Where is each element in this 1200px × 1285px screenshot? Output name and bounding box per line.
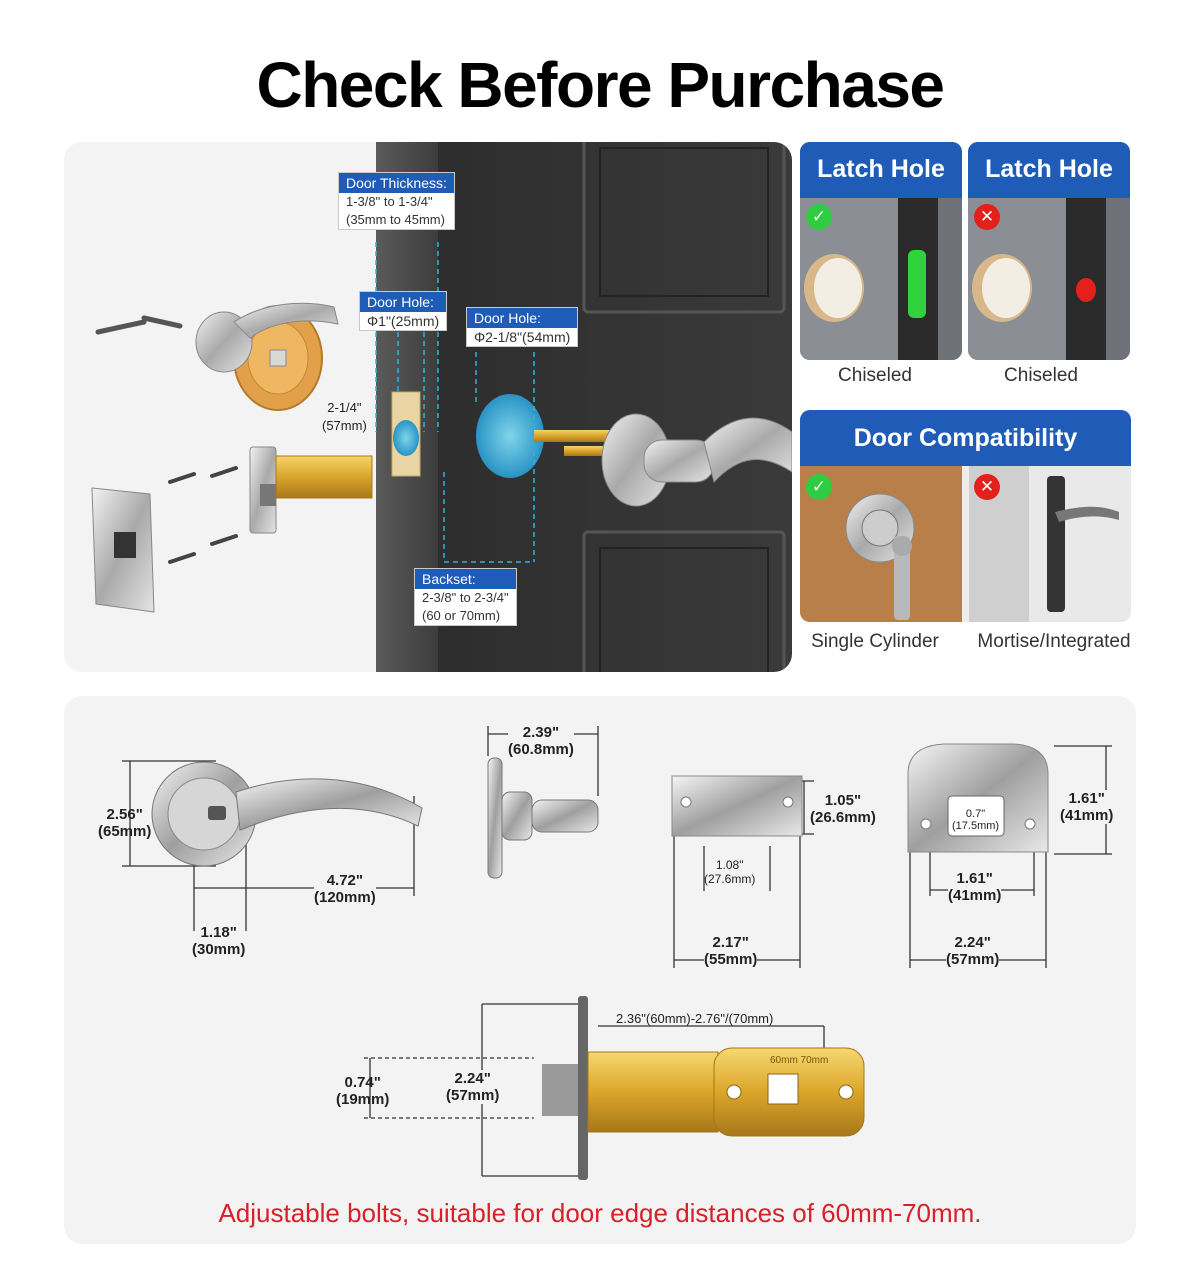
dim-lever-length: 4.72" (120mm) bbox=[314, 872, 376, 906]
dim-value: (57mm) bbox=[946, 951, 1000, 968]
dim-plate-height: 1.61" (41mm) bbox=[1060, 790, 1114, 824]
dim-value: 1.61" bbox=[956, 870, 993, 887]
card-title: Latch Hole bbox=[968, 142, 1130, 198]
dim-value: (55mm) bbox=[704, 951, 758, 968]
latch-card-caption: Chiseled bbox=[838, 365, 912, 386]
dim-value: (65mm) bbox=[98, 823, 152, 840]
dim-plate-width: 2.24" (57mm) bbox=[946, 934, 1000, 968]
latch-card-caption: Chiseled bbox=[1004, 365, 1078, 386]
dim-value: (26.6mm) bbox=[810, 809, 876, 826]
dim-lever-height: 2.56" (65mm) bbox=[98, 806, 151, 840]
door-thickness-callout: Door Thickness: 1-3/8" to 1-3/4" (35mm t… bbox=[338, 172, 455, 230]
dim-value: 2.56" bbox=[106, 806, 143, 823]
dim-value: 1.05" bbox=[824, 792, 862, 809]
dim-value: 0.74" bbox=[344, 1074, 381, 1091]
dim-value: 1.08" bbox=[715, 858, 744, 872]
dim-plate-slot: 0.7" (17.5mm) bbox=[952, 808, 999, 832]
dim-value: (120mm) bbox=[314, 889, 376, 906]
callout-line: (35mm to 45mm) bbox=[346, 212, 445, 227]
latch-adjust-marks: 60mm 70mm bbox=[770, 1055, 829, 1066]
dim-rose-depth: 2.39" (60.8mm) bbox=[508, 724, 574, 758]
dim-value: 2.39" bbox=[522, 724, 560, 741]
dim-value: 2-1/4" bbox=[327, 400, 362, 415]
dim-latch-backset: 2.36"(60mm)-2.76"/(70mm) bbox=[616, 1011, 774, 1026]
callout-label: Backset: bbox=[415, 569, 516, 589]
callout-label: Door Thickness: bbox=[339, 173, 454, 193]
compat-caption: Single Cylinder bbox=[811, 631, 939, 652]
latch-hole-mark bbox=[1076, 278, 1096, 302]
door-hole-small-callout: Door Hole: Φ1"(25mm) bbox=[359, 291, 448, 331]
dim-value: 0.7" bbox=[965, 808, 986, 820]
dim-plate-inner: 1.61" (41mm) bbox=[948, 870, 1002, 904]
dim-value: 2.17" bbox=[712, 934, 749, 951]
dim-value: 1.18" bbox=[200, 924, 237, 941]
install-diagram-panel: Door Thickness: 1-3/8" to 1-3/4" (35mm t… bbox=[64, 142, 792, 672]
cross-icon: ✕ bbox=[974, 204, 1000, 230]
check-icon: ✓ bbox=[806, 204, 832, 230]
latch-height-label: 2-1/4" (57mm) bbox=[322, 399, 367, 435]
dim-lever-offset: 1.18" (30mm) bbox=[192, 924, 245, 958]
card-title: Latch Hole bbox=[800, 142, 962, 198]
dim-value: (60.8mm) bbox=[508, 741, 574, 758]
latch-card-chiseled-bad: Latch Hole ✕ bbox=[968, 142, 1130, 360]
callout-label: Door Hole: bbox=[467, 308, 578, 328]
dim-bolt-height: 0.74" (19mm) bbox=[336, 1074, 389, 1108]
door-hole-large-callout: Door Hole: Φ2-1/8"(54mm) bbox=[466, 307, 579, 347]
door-compatibility-card: Door Compatibility ✓ ✕ bbox=[800, 410, 1131, 622]
dim-value: (57mm) bbox=[446, 1087, 500, 1104]
callout-label: Door Hole: bbox=[360, 292, 447, 312]
compat-caption: Mortise/Integrated bbox=[977, 631, 1131, 652]
dim-value: 2.24" bbox=[954, 934, 991, 951]
latch-card-chiseled-ok: Latch Hole ✓ bbox=[800, 142, 962, 360]
dimensions-panel: 2.56" (65mm) 4.72" (120mm) 1.18" (30mm) … bbox=[64, 696, 1136, 1244]
callout-line: 2-3/8" to 2-3/4" bbox=[422, 590, 509, 605]
dim-value: 4.72" bbox=[326, 872, 363, 889]
dim-value: (27.6mm) bbox=[704, 872, 756, 886]
single-cylinder-photo bbox=[800, 466, 962, 622]
callout-line: 1-3/8" to 1-3/4" bbox=[346, 194, 433, 209]
dimension-drawings bbox=[122, 726, 1112, 1180]
dim-value: (41mm) bbox=[948, 887, 1002, 904]
dim-strike-width: 2.17" (55mm) bbox=[704, 934, 758, 968]
page-title: Check Before Purchase bbox=[256, 49, 945, 121]
dim-value: (57mm) bbox=[322, 418, 367, 433]
dim-value: 1.61" bbox=[1068, 790, 1105, 807]
callout-line: Φ1"(25mm) bbox=[367, 313, 440, 329]
cross-icon: ✕ bbox=[974, 474, 1000, 500]
dim-value: (17.5mm) bbox=[952, 820, 1000, 832]
dim-value: (30mm) bbox=[192, 941, 246, 958]
dim-strike-height: 1.05" (26.6mm) bbox=[810, 792, 876, 826]
footer-note: Adjustable bolts, suitable for door edge… bbox=[218, 1198, 982, 1228]
card-title: Door Compatibility bbox=[800, 410, 1131, 466]
latch-hole-mark bbox=[908, 250, 926, 318]
latch-hole-illustration bbox=[968, 198, 1130, 360]
dim-value: 2.24" bbox=[454, 1070, 491, 1087]
dim-strike-inner: 1.08" (27.6mm) bbox=[704, 858, 755, 886]
callout-line: Φ2-1/8"(54mm) bbox=[474, 329, 571, 345]
dim-face-height: 2.24" (57mm) bbox=[446, 1070, 500, 1104]
dim-value: (19mm) bbox=[336, 1091, 390, 1108]
dim-value: (41mm) bbox=[1060, 807, 1114, 824]
check-icon: ✓ bbox=[806, 474, 832, 500]
backset-callout: Backset: 2-3/8" to 2-3/4" (60 or 70mm) bbox=[414, 568, 517, 626]
callout-line: (60 or 70mm) bbox=[422, 608, 501, 623]
